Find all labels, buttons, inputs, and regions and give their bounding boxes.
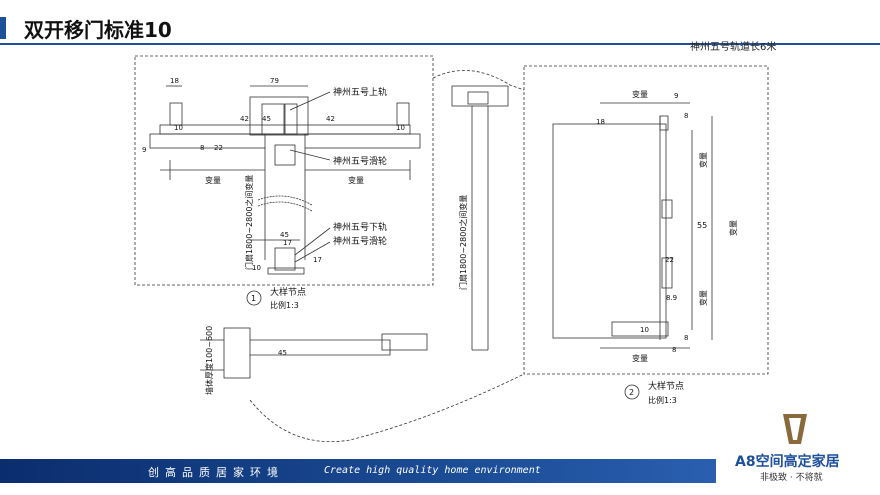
dim-ticks (169, 160, 411, 180)
detail1-name: 大样节点 (270, 286, 306, 298)
dim-17: 17 (283, 239, 292, 247)
wall-dim-lines (200, 339, 224, 371)
left-wall-stub (169, 102, 183, 126)
dim-45a: 45 (262, 115, 271, 123)
detail2-boundary (523, 65, 769, 375)
page-title: 双开移门标准10 (24, 18, 172, 42)
dim-42b: 42 (326, 115, 335, 123)
title-accent (0, 17, 6, 39)
dim-42a: 42 (240, 115, 249, 123)
dim-9: 9 (142, 146, 146, 154)
upper-track-inner (261, 103, 285, 135)
dim-45: 45 (280, 231, 289, 239)
detail2-panel (552, 123, 667, 339)
left-door-top (149, 133, 266, 149)
center-track-top (451, 85, 509, 107)
brand-logo-icon (783, 414, 807, 444)
dim-8r2: 8 (684, 334, 688, 342)
pulley-block (274, 144, 296, 166)
label-variable-bottom: 变量 (632, 353, 648, 363)
upper-track-inner2 (284, 103, 298, 135)
wall-section (223, 327, 251, 379)
leader-lower-pulley (294, 241, 331, 263)
detail2-lower-clip (661, 257, 673, 289)
break-line (257, 195, 313, 206)
label-door-height: 门扇1800~2800之间变量 (244, 175, 254, 270)
connector-path-bottom (249, 373, 525, 443)
detail1-symbol-circle (246, 290, 262, 306)
leader-lower-track (294, 227, 331, 256)
dim-10b: 10 (396, 124, 405, 132)
dim-22: 22 (214, 144, 223, 152)
label-upper-track: 神州五号上轨 (333, 86, 387, 98)
label-pulley: 神州五号滑轮 (333, 155, 387, 167)
dim-9r: 9 (674, 92, 678, 100)
wall-end-profile (381, 333, 428, 351)
track-length-note: 神州五号轨道长6米 (690, 42, 777, 53)
right-wall-stub (396, 102, 410, 126)
label-wall-thickness: 墙体厚度100~600 (204, 326, 214, 395)
label-variable-right: 变量 (348, 175, 364, 185)
wall-extension (250, 339, 391, 356)
footer-slogan-cn: 创高品质居家环境 (148, 466, 284, 479)
label-door-height-center: 门扇1800~2800之间变量 (458, 195, 468, 290)
brand-slogan: 非极致 · 不将就 (760, 473, 823, 483)
break-line2 (257, 201, 313, 212)
dim-45w: 45 (278, 349, 287, 357)
dim-55: 55 (697, 221, 707, 230)
detail2-name: 大样节点 (648, 380, 684, 392)
detail1-scale: 比例1:3 (270, 300, 299, 310)
center-door-profile (471, 106, 489, 350)
center-track-inner (467, 91, 489, 105)
title-bar: 双开移门标准10 (0, 0, 880, 45)
label-variable-r3: 变量 (698, 290, 708, 306)
label-lower-pulley: 神州五号滑轮 (333, 235, 387, 247)
dim-8r3: 8 (672, 346, 676, 354)
leader-upper-track (289, 91, 331, 111)
dim-8: 8 (200, 144, 204, 152)
dim-10c: 10 (252, 264, 261, 272)
dim-22r: 22 (665, 256, 674, 264)
brand-name: A8空间高定家居 (735, 454, 840, 470)
dim-10r: 10 (640, 326, 649, 334)
detail1-boundary (134, 55, 434, 286)
dim-17b: 17 (313, 256, 322, 264)
upper-track-box (249, 96, 309, 136)
detail2-mid-clip (661, 199, 673, 219)
floor-plate (267, 267, 305, 275)
right-door-top (304, 133, 421, 149)
detail2-top-clip (659, 115, 669, 131)
dim-10a: 10 (174, 124, 183, 132)
connector-path (432, 70, 525, 91)
dim-8r: 8 (684, 112, 688, 120)
label-variable-left: 变量 (205, 175, 221, 185)
label-lower-track: 神州五号下轨 (333, 221, 387, 233)
title-underline (0, 43, 880, 45)
label-variable-top: 变量 (632, 89, 648, 99)
dim-79: 79 (270, 77, 279, 85)
footer-banner (0, 459, 716, 483)
label-variable-r2: 变量 (728, 220, 738, 236)
dim-89: 8.9 (666, 294, 677, 302)
dim-18r: 18 (596, 118, 605, 126)
lower-track-box (274, 247, 296, 271)
dim-18: 18 (170, 77, 179, 85)
footer-slogan-en: Create high quality home environment (324, 465, 541, 476)
label-variable-r1: 变量 (698, 152, 708, 168)
detail2-symbol: 2 (629, 388, 634, 397)
leader-pulley (289, 149, 331, 161)
detail1-symbol: 1 (251, 294, 256, 303)
detail2-scale: 比例1:3 (648, 395, 677, 405)
detail2-symbol-circle (624, 384, 640, 400)
detail2-bottom (611, 321, 669, 337)
